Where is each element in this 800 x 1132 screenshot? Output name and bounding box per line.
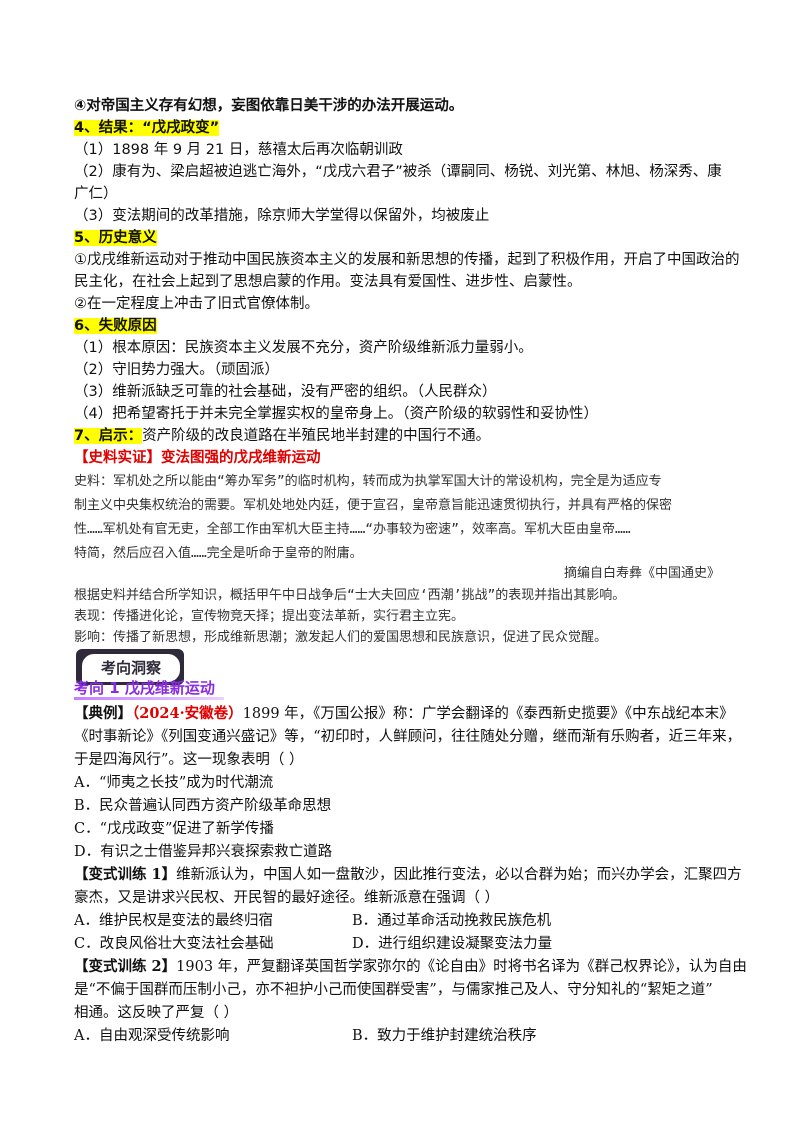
example-tag: 【典例】 — [74, 705, 132, 722]
example-stem-1: 【典例】（2024·安徽卷）1899 年，《万国公报》称：广学会翻译的《泰西新史… — [74, 703, 734, 725]
heading-significance-text: 5、历史意义 — [74, 230, 157, 246]
significance-item-2: ②在一定程度上冲击了旧式官僚体制。 — [74, 296, 319, 312]
example-stem-text-1: 1899 年，《万国公报》称：广学会翻译的《泰西新史揽要》《中东战纪本末》 — [242, 706, 734, 722]
source-line-3: 性……军机处有官无吏，全部工作由军机大臣主持……“办事较为密速”，效率高。军机大… — [74, 522, 631, 537]
source-title: 【史料实证】变法图强的戊戌维新运动 — [74, 450, 321, 466]
example-option-d[interactable]: D．有识之士借鉴异邦兴衰探索救亡道路 — [74, 844, 333, 860]
inspiration-line: 7、启示：资产阶级的改良道路在半殖民地半封建的中国行不通。 — [74, 425, 490, 447]
source-citation: 摘编自白寿彝《中国通史》 — [563, 566, 720, 581]
variant1-stem-1: 【变式训练 1】维新派认为，中国人如一盘散沙，因此推行变法，必以合群为始；而兴办… — [74, 864, 742, 886]
source-answer-performance: 表现：传播进化论，宣传物竞天择；提出变法革新，实行君主立宪。 — [74, 609, 465, 624]
heading-failure-text: 6、失败原因 — [74, 318, 157, 334]
variant2-stem-2: 是“不偏于国群而压制小己，亦不袒护小己而使国群受害”，与儒家推己及人、守分知礼的… — [74, 982, 713, 998]
failure-item-1: （1）根本原因：民族资本主义发展不充分，资产阶级维新派力量弱小。 — [74, 340, 533, 356]
variant1-tag: 【变式训练 1】 — [74, 866, 177, 883]
variant1-stem-2: 豪杰，又是讲求兴民权、开民智的最好途径。维新派意在强调（ ） — [74, 890, 500, 906]
section-badge: 考向洞察 — [76, 649, 184, 685]
variant1-option-d[interactable]: D．进行组织建设凝聚变法力量 — [352, 936, 553, 952]
result-item-3: （3）变法期间的改革措施，除京师大学堂得以保留外，均被废止 — [74, 208, 490, 224]
section-title-underline — [74, 697, 224, 700]
heading-failure: 6、失败原因 — [74, 315, 157, 337]
source-question: 根据史料并结合所学知识，概括甲午中日战争后“士大夫回应‘西潮’挑战”的表现并指出… — [74, 588, 626, 603]
example-stem-2: 《时事新论》《列国变通兴盛记》等，“初印时，人鲜顾问，往往随处分赠，继而渐有乐购… — [74, 729, 742, 745]
source-line-2: 制主义中央集权统治的需要。军机处地处内廷，便于宣召，皇帝意旨能迅速贯彻执行，并具… — [74, 498, 673, 513]
badge-label: 考向洞察 — [80, 652, 182, 684]
variant1-stem-text-1: 维新派认为，中国人如一盘散沙，因此推行变法，必以合群为始；而兴办学会，汇聚四方 — [176, 867, 742, 883]
result-item-2-cont: 广仁） — [74, 186, 118, 202]
variant1-option-c[interactable]: C．改良风俗壮大变法社会基础 — [74, 936, 274, 952]
section-title: 考向 1 戊戌维新运动 — [74, 679, 215, 697]
reason-item-4: ④对帝国主义存有幻想，妄图依靠日美干涉的办法开展运动。 — [74, 98, 464, 114]
heading-result: 4、结果：“戊戌政变” — [74, 117, 220, 139]
variant2-option-a[interactable]: A．自由观深受传统影响 — [74, 1028, 230, 1044]
inspiration-text: 资产阶级的改良道路在半殖民地半封建的中国行不通。 — [142, 428, 491, 444]
example-source: （2024·安徽卷） — [132, 705, 243, 722]
variant1-option-a[interactable]: A．维护民权是变法的最终归宿 — [74, 913, 273, 929]
heading-result-text: 4、结果：“戊戌政变” — [74, 120, 220, 136]
variant2-stem-text-1: 1903 年，严复翻译英国哲学家弥尔的《论自由》时将书名译为《群己权界论》，认为… — [176, 959, 747, 975]
failure-item-2: （2）守旧势力强大。（顽固派） — [74, 362, 279, 378]
variant2-tag: 【变式训练 2】 — [74, 958, 177, 975]
failure-item-3: （3）维新派缺乏可靠的社会基础，没有严密的组织。（人民群众） — [74, 384, 497, 400]
heading-inspiration: 7、启示： — [74, 428, 143, 444]
example-stem-3: 于是四海风行”。这一现象表明（ ） — [74, 752, 304, 768]
variant2-stem-3: 相通。这反映了严复（ ） — [74, 1005, 239, 1021]
example-option-b[interactable]: B．民众普遍认同西方资产阶级革命思想 — [74, 798, 332, 814]
variant2-option-b[interactable]: B．致力于维护封建统治秩序 — [352, 1028, 537, 1044]
source-line-1: 史料：军机处之所以能由“筹办军务”的临时机构，转而成为执掌军国大计的常设机构，完… — [74, 474, 662, 489]
heading-significance: 5、历史意义 — [74, 227, 157, 249]
example-option-c[interactable]: C．“戊戌政变”促进了新学传播 — [74, 821, 274, 837]
variant2-stem-1: 【变式训练 2】1903 年，严复翻译英国哲学家弥尔的《论自由》时将书名译为《群… — [74, 956, 747, 978]
significance-item-1-cont: 民主化，在社会上起到了思想启蒙的作用。变法具有爱国性、进步性、启蒙性。 — [74, 274, 582, 290]
significance-item-1: ①戊戌维新运动对于推动中国民族资本主义的发展和新思想的传播，起到了积极作用，开启… — [74, 252, 740, 268]
source-line-4: 特简，然后应召入值……完全是听命于皇帝的附庸。 — [74, 546, 363, 561]
failure-item-4: （4）把希望寄托于并未完全掌握实权的皇帝身上。（资产阶级的软弱性和妥协性） — [74, 406, 598, 422]
result-item-2: （2）康有为、梁启超被迫逃亡海外，“戊戌六君子”被杀（谭嗣同、杨锐、刘光第、林旭… — [74, 164, 722, 180]
result-item-1: （1）1898 年 9 月 21 日，慈禧太后再次临朝训政 — [74, 142, 403, 158]
source-answer-impact: 影响：传播了新思想，形成维新思潮；激发起人们的爱国思想和民族意识，促进了民众觉醒… — [74, 630, 608, 645]
example-option-a[interactable]: A．“师夷之长技”成为时代潮流 — [74, 775, 274, 791]
variant1-option-b[interactable]: B．通过革命活动挽救民族危机 — [352, 913, 552, 929]
